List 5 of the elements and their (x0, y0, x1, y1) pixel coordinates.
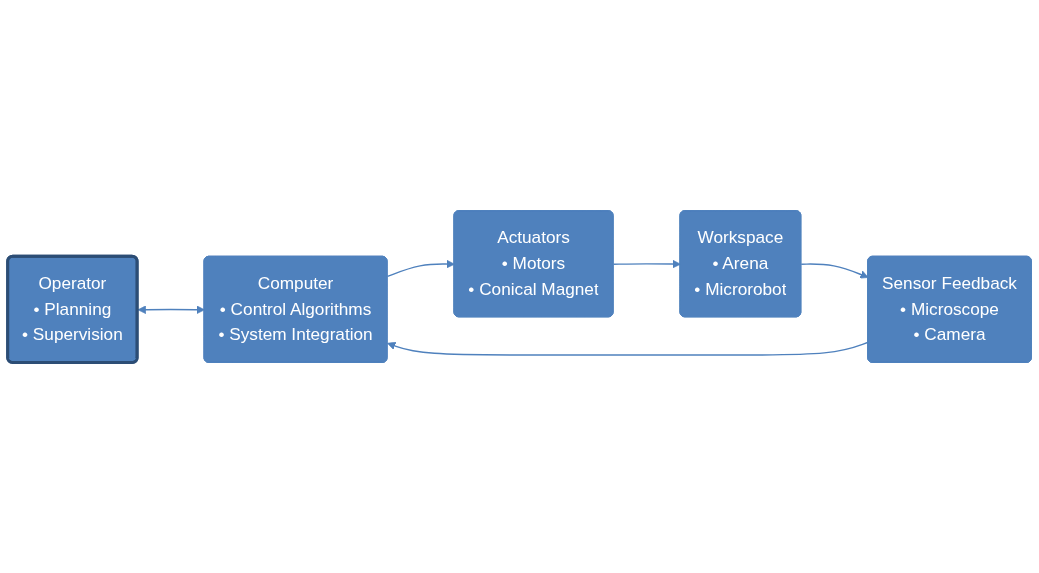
arrow (612, 259, 681, 269)
arrow (387, 341, 869, 356)
arrow (386, 259, 455, 278)
arrow (800, 263, 869, 279)
arrow (137, 305, 205, 314)
